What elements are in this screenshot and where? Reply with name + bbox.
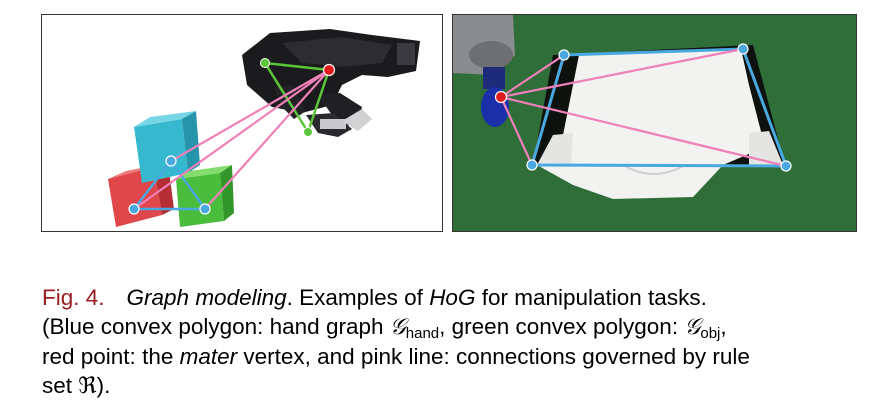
caption-text: set xyxy=(42,373,79,398)
caption-text: ). xyxy=(96,373,111,398)
caption-text: for manipulation tasks. xyxy=(475,285,707,310)
subscript-obj: obj xyxy=(700,325,721,342)
t-shirt xyxy=(537,49,783,199)
green-vertices xyxy=(260,58,313,137)
blue-vertices xyxy=(128,155,211,215)
caption-line-1: Fig. 4. Graph modeling. Examples of HoG f… xyxy=(42,283,860,312)
caption-text: . Examples of xyxy=(286,285,430,310)
robot-gripper xyxy=(242,29,420,137)
caption-text: red point: the xyxy=(42,344,180,369)
object-graph-green xyxy=(262,61,331,135)
subscript-hand: hand xyxy=(405,325,440,342)
mater-vertex-red xyxy=(494,90,508,104)
pink-connections xyxy=(499,47,787,168)
hand-graph-blue xyxy=(131,158,208,211)
rule-set-symbol: ℜ xyxy=(78,373,97,399)
mater-vertex-red xyxy=(322,63,336,77)
figure-panel-gripper-blocks xyxy=(41,14,443,232)
caption-line-2: (Blue convex polygon: hand graph 𝒢hand, … xyxy=(42,312,860,342)
caption-title: Graph modeling xyxy=(126,285,287,310)
graph-symbol: 𝒢 xyxy=(389,314,406,340)
graph-symbol: 𝒢 xyxy=(684,314,701,340)
caption-line-3: red point: the mater vertex, and pink li… xyxy=(42,342,860,371)
figure-caption: Fig. 4. Graph modeling. Examples of HoG f… xyxy=(42,283,860,401)
caption-hog: HoG xyxy=(429,285,476,310)
caption-line-4: set ℜ). xyxy=(42,371,860,401)
caption-text: , green convex polygon: xyxy=(439,314,685,339)
caption-text: (Blue convex polygon: hand graph xyxy=(42,314,390,339)
cloth-illustration xyxy=(453,15,856,231)
figure-panel-cloth xyxy=(452,14,857,232)
figure-label: Fig. 4. xyxy=(42,285,105,310)
green-block xyxy=(176,165,234,227)
caption-text: vertex, and pink line: connections gover… xyxy=(237,344,750,369)
pink-connections xyxy=(133,69,330,210)
caption-mater: mater xyxy=(179,344,238,369)
caption-text: , xyxy=(720,314,727,339)
blue-vertices xyxy=(526,43,792,172)
gripper-blocks-illustration xyxy=(108,29,420,227)
